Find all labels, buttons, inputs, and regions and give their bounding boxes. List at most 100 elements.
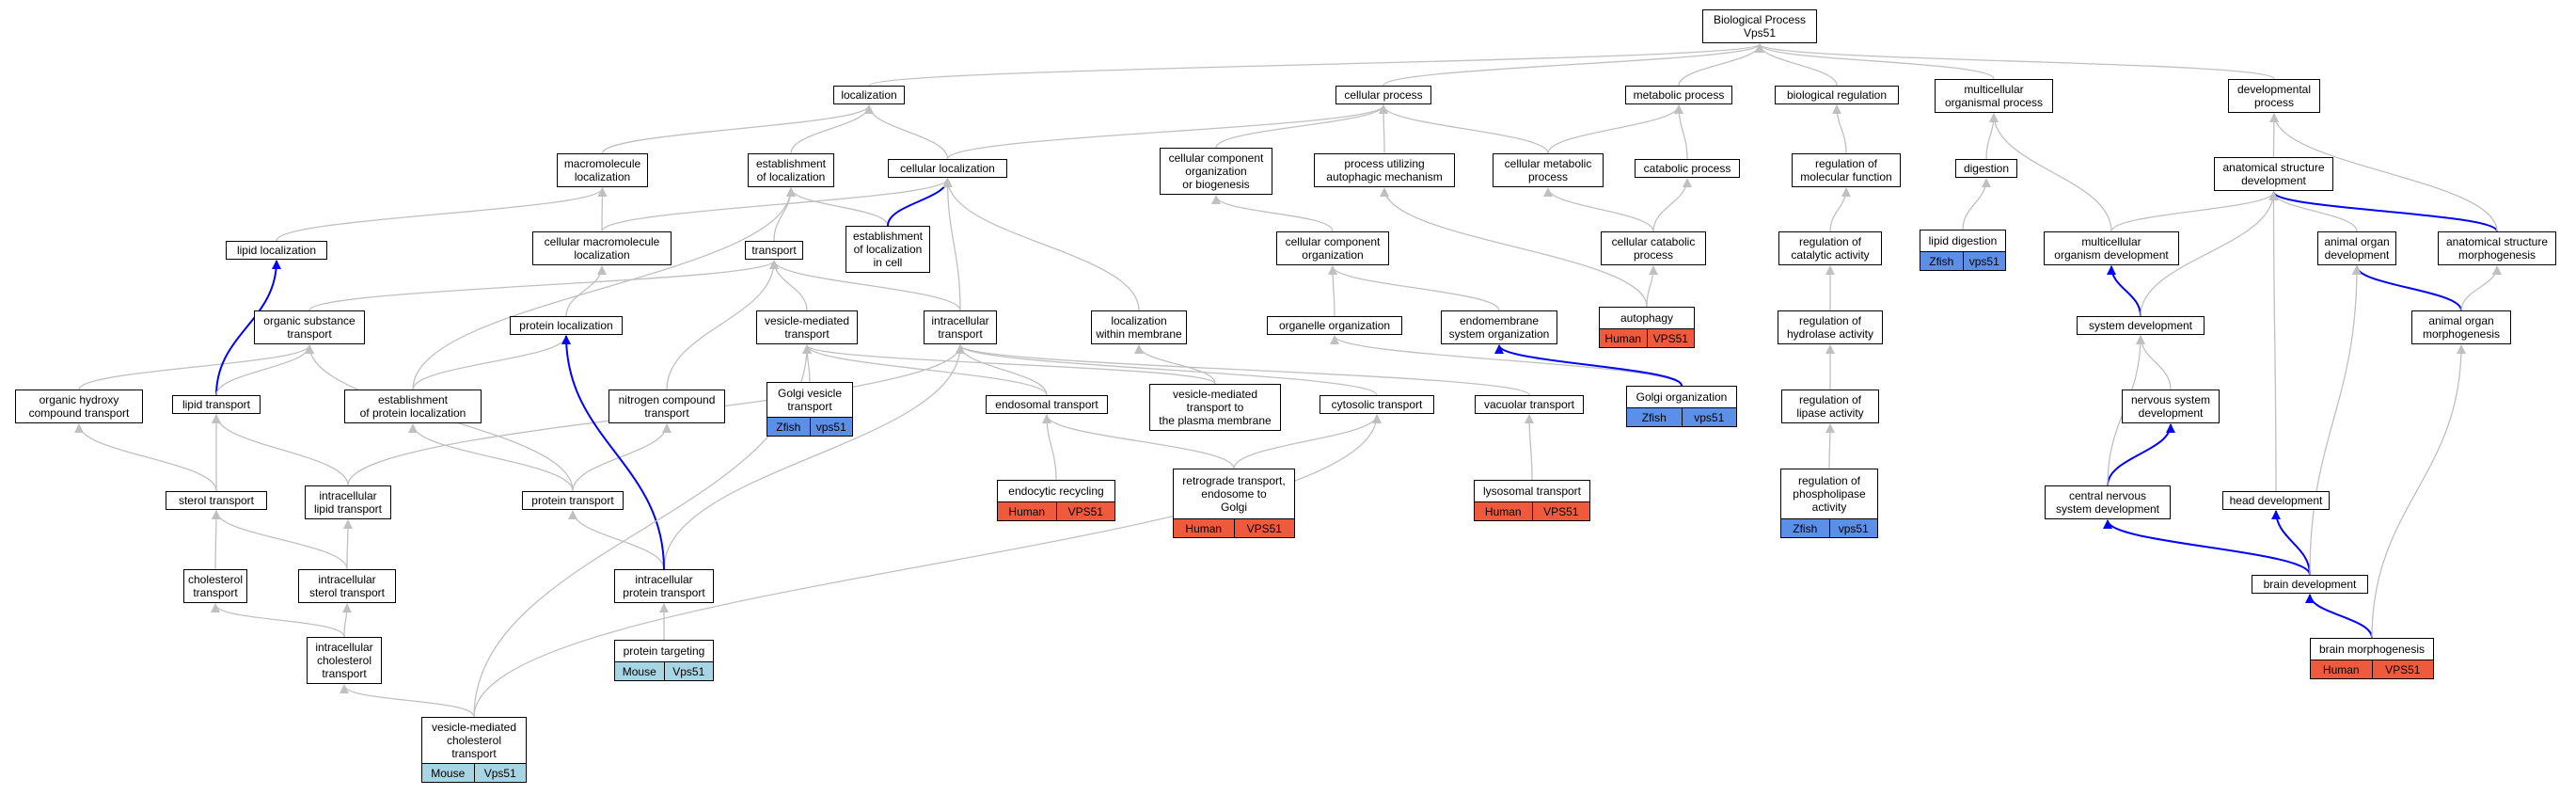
go-term-node-lipid-transport[interactable]: lipid transport — [172, 395, 261, 414]
go-term-node-animal-organ-development[interactable]: animal organ development — [2317, 231, 2396, 265]
edge-cellular_process-to-bp — [1383, 43, 1764, 87]
edge-anatomical_structure_morphogenesis-to-developmental_process — [2269, 113, 2498, 232]
go-term-node-multicellular-organismal-process[interactable]: multicellular organismal process — [1935, 79, 2053, 113]
edge-lipid_localization-to-macromolecule_localization — [276, 187, 608, 242]
edge-vmt_plasma_membrane-to-vesicle_mediated_transport — [802, 344, 1216, 385]
go-term-node-organic-substance-transport[interactable]: organic substance transport — [254, 310, 365, 344]
go-term-node-catabolic-process[interactable]: catabolic process — [1635, 159, 1740, 178]
go-term-node-cellular-macromolecule-localization[interactable]: cellular macromolecule localization — [532, 231, 672, 265]
go-term-node-macromolecule-localization[interactable]: macromolecule localization — [557, 153, 648, 187]
edge-cholesterol_transport-to-sterol_transport — [211, 510, 221, 570]
go-term-node-intracellular-lipid-transport[interactable]: intracellular lipid transport — [305, 485, 391, 519]
go-term-node-cellular-process[interactable]: cellular process — [1335, 86, 1431, 104]
go-term-label: intracellular lipid transport — [313, 489, 383, 516]
go-term-node-intracellular-sterol-transport[interactable]: intracellular sterol transport — [298, 569, 396, 603]
edge-multicellular_organism_development-to-multicellular_organismal_process — [1989, 113, 2112, 232]
annotation-organism: Mouse — [622, 664, 656, 678]
go-term-node-protein-transport[interactable]: protein transport — [522, 491, 624, 510]
edge-macromolecule_localization-to-localization — [601, 104, 874, 154]
annotation-gene: Vps51 — [663, 662, 714, 680]
go-term-node-animal-organ-morphogenesis[interactable]: animal organ morphogenesis — [2411, 310, 2511, 344]
go-term-label: cellular metabolic process — [1504, 157, 1592, 183]
go-term-node-cytosolic-transport[interactable]: cytosolic transport — [1320, 395, 1434, 414]
go-term-label: intracellular cholesterol transport — [315, 641, 373, 680]
go-term-node-regulation-hydrolase-activity[interactable]: regulation of hydrolase activity — [1778, 310, 1883, 344]
go-term-node-cellular-catabolic-process[interactable]: cellular catabolic process — [1601, 231, 1706, 265]
go-term-node-organelle-organization[interactable]: organelle organization — [1267, 316, 1402, 335]
go-term-node-developmental-process[interactable]: developmental process — [2228, 79, 2320, 113]
go-term-label: localization — [841, 88, 897, 102]
go-term-node-regulation-molecular-function[interactable]: regulation of molecular function — [1792, 153, 1901, 187]
go-term-node-endomembrane-system-organization[interactable]: endomembrane system organization — [1441, 310, 1557, 344]
go-term-node-vesicle-mediated-transport[interactable]: vesicle-mediated transport — [756, 310, 858, 344]
go-term-node-multicellular-organism-development[interactable]: multicellular organism development — [2044, 231, 2179, 265]
go-term-label: endosomal transport — [995, 398, 1098, 411]
go-term-node-protein-localization[interactable]: protein localization — [510, 316, 623, 335]
go-term-node-establishment-in-cell[interactable]: establishment of localization in cell — [845, 226, 930, 273]
go-term-node-head-development[interactable]: head development — [2222, 491, 2330, 510]
go-term-node-vmt-plasma-membrane[interactable]: vesicle-mediated transport to the plasma… — [1149, 384, 1281, 431]
go-term-node-bp[interactable]: Biological Process Vps51 — [1702, 9, 1817, 43]
go-term-node-brain-development[interactable]: brain development — [2252, 575, 2368, 594]
go-term-node-cellular-component-organization[interactable]: cellular component organization — [1276, 231, 1389, 265]
go-term-node-ccob[interactable]: cellular component organization or bioge… — [1160, 148, 1272, 195]
go-term-node-lipid-localization[interactable]: lipid localization — [226, 241, 327, 260]
go-term-node-localization[interactable]: localization — [833, 86, 905, 104]
go-term-label: macromolecule localization — [563, 157, 641, 183]
go-term-node-nitrogen-compound-transport[interactable]: nitrogen compound transport — [608, 390, 725, 423]
go-term-node-transport[interactable]: transport — [745, 241, 803, 260]
go-term-node-sterol-transport[interactable]: sterol transport — [166, 491, 267, 510]
go-term-node-vacuolar-transport[interactable]: vacuolar transport — [1475, 395, 1584, 414]
go-term-node-regulation-catalytic-activity[interactable]: regulation of catalytic activity — [1778, 231, 1882, 265]
go-term-node-cholesterol-transport[interactable]: cholesterol transport — [183, 569, 247, 603]
go-term-node-anatomical-structure-morphogenesis[interactable]: anatomical structure morphogenesis — [2438, 231, 2556, 265]
go-term-node-process-autophagic[interactable]: process utilizing autophagic mechanism — [1314, 153, 1455, 187]
go-term-node-intracellular-cholesterol-transport[interactable]: intracellular cholesterol transport — [307, 637, 382, 684]
edge-localization_within_membrane-to-cellular_localization — [942, 178, 1140, 311]
go-term-node-digestion[interactable]: digestion — [1955, 159, 2017, 178]
go-term-node-establishment-of-localization[interactable]: establishment of localization — [748, 153, 834, 187]
edge-endosomal_transport-to-vesicle_mediated_transport — [802, 344, 1048, 396]
go-term-node-organic-hydroxy-compound-transport[interactable]: organic hydroxy compound transport — [15, 390, 143, 423]
edge-protein_localization-to-cellular_macromolecule_localization — [565, 265, 607, 317]
go-term-label: catabolic process — [1643, 162, 1731, 175]
go-term-node-regulation-lipase-activity[interactable]: regulation of lipase activity — [1781, 390, 1879, 423]
go-term-node-endosomal-transport[interactable]: endosomal transport — [986, 395, 1108, 414]
go-term-node-intracellular-transport[interactable]: intracellular transport — [924, 310, 997, 344]
go-term-node-system-development[interactable]: system development — [2077, 316, 2205, 335]
go-term-node-nervous-system-development[interactable]: nervous system development — [2122, 390, 2220, 423]
edge-intracellular_transport-to-transport — [769, 260, 961, 311]
edge-anatomical_structure_morphogenesis-to-anatomical_structure_development — [2268, 191, 2498, 232]
go-term-node-metabolic-process[interactable]: metabolic process — [1625, 86, 1732, 104]
annotation-gene: Vps51 — [473, 764, 527, 782]
go-term-node-central-nervous-system-development[interactable]: central nervous system development — [2045, 485, 2171, 519]
go-term-node-cellular-metabolic-process[interactable]: cellular metabolic process — [1493, 153, 1604, 187]
edge-organelle_organization-to-cellular_component_organization — [1328, 265, 1338, 317]
go-term-label: protein targeting — [623, 644, 705, 658]
go-term-label: animal organ morphogenesis — [2422, 314, 2501, 341]
go-term-label: developmental process — [2236, 83, 2312, 109]
edge-brain_morphogenesis-to-brain_development — [2305, 594, 2373, 639]
go-term-node-cellular-localization[interactable]: cellular localization — [888, 159, 1007, 178]
annotation-gene: VPS51 — [1055, 502, 1115, 520]
annotation-gene: VPS51 — [2371, 660, 2434, 678]
go-term-node-biological-regulation[interactable]: biological regulation — [1775, 86, 1899, 104]
go-term-node-anatomical-structure-development[interactable]: anatomical structure development — [2214, 157, 2333, 191]
edge-vacuolar_transport-to-intracellular_transport — [956, 344, 1530, 396]
go-term-node-localization-within-membrane[interactable]: localization within membrane — [1091, 310, 1187, 344]
go-term-node-establishment-protein-localization[interactable]: establishment of protein localization — [344, 390, 482, 423]
go-term-node-intracellular-protein-transport[interactable]: intracellular protein transport — [614, 569, 714, 603]
edge-establishment_in_cell-to-cellular_localization — [887, 178, 953, 227]
